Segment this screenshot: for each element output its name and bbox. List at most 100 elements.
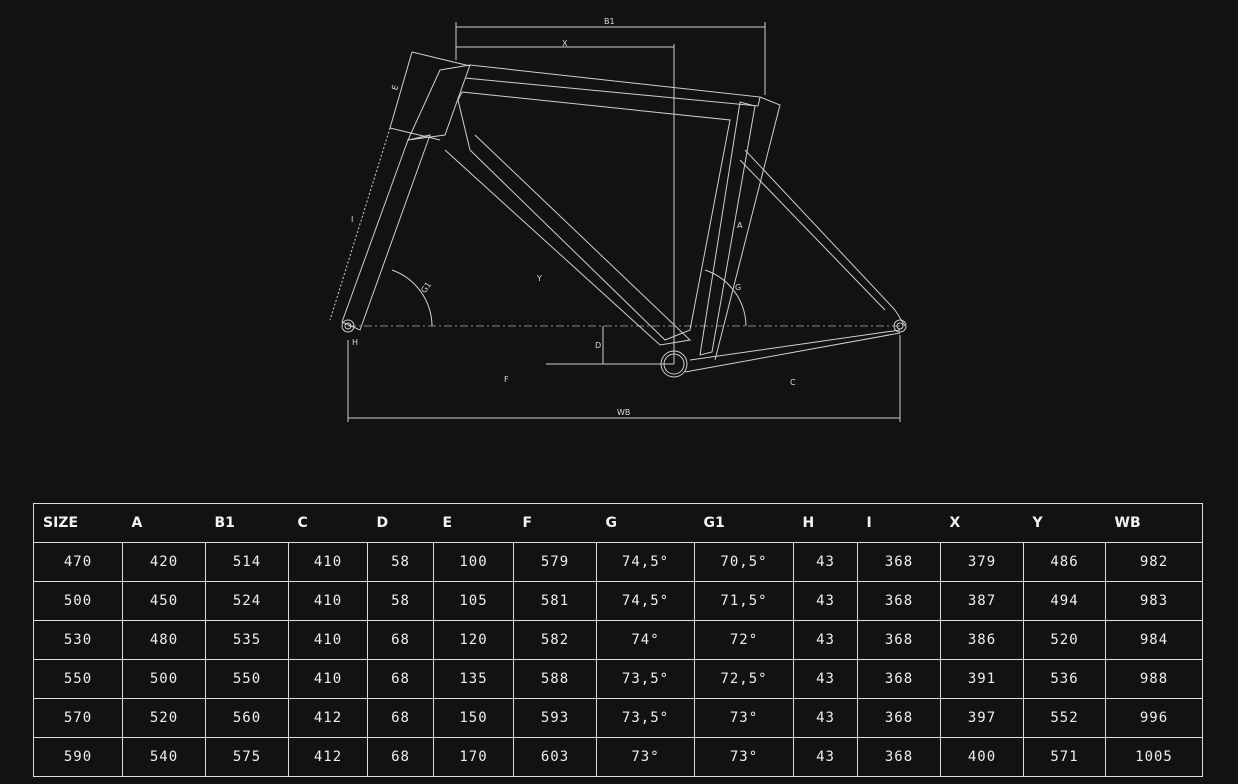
table-cell: 368 <box>857 698 941 738</box>
table-cell: 514 <box>205 542 289 582</box>
dimension-d <box>546 326 674 365</box>
table-cell: 72,5° <box>694 659 794 699</box>
table-cell: 552 <box>1023 698 1106 738</box>
table-cell: 996 <box>1105 698 1203 738</box>
table-cell: 982 <box>1105 542 1203 582</box>
table-cell: 391 <box>940 659 1024 699</box>
table-cell: 387 <box>940 581 1024 621</box>
table-cell: 581 <box>513 581 597 621</box>
column-header-c: C <box>288 503 368 543</box>
table-cell: 73,5° <box>596 659 695 699</box>
column-header-wb: WB <box>1105 503 1203 543</box>
fork <box>341 134 431 331</box>
table-cell: 410 <box>288 542 368 582</box>
table-cell: 105 <box>433 581 514 621</box>
seat-tube <box>699 96 781 361</box>
rear-axle <box>893 319 907 333</box>
table-cell: 397 <box>940 698 1024 738</box>
table-cell: 170 <box>433 737 514 777</box>
frame-geometry-diagram: B1 X E I G1 Y A G D H F C WB <box>329 17 907 422</box>
table-cell: 368 <box>857 581 941 621</box>
table-cell: 43 <box>793 620 858 660</box>
table-cell: 524 <box>205 581 289 621</box>
label-a: A <box>737 221 743 230</box>
table-cell: 593 <box>513 698 597 738</box>
front-axle <box>341 319 355 333</box>
table-cell: 379 <box>940 542 1024 582</box>
table-cell: 73° <box>694 698 794 738</box>
column-header-d: D <box>367 503 434 543</box>
table-cell: 410 <box>288 581 368 621</box>
table-cell: 43 <box>793 737 858 777</box>
table-cell: 58 <box>367 581 434 621</box>
column-header-h: H <box>793 503 858 543</box>
dimension-x <box>456 44 675 364</box>
table-cell: 520 <box>1023 620 1106 660</box>
table-cell: 536 <box>1023 659 1106 699</box>
table-cell: 520 <box>122 698 206 738</box>
table-cell: 73,5° <box>596 698 695 738</box>
table-cell: 500 <box>33 581 123 621</box>
top-tube <box>464 64 761 107</box>
label-c: C <box>790 378 796 387</box>
table-cell: 470 <box>33 542 123 582</box>
table-cell: 535 <box>205 620 289 660</box>
table-cell: 43 <box>793 581 858 621</box>
bottom-bracket <box>660 350 688 378</box>
table-cell: 983 <box>1105 581 1203 621</box>
table-cell: 68 <box>367 659 434 699</box>
dimension-b1 <box>455 22 766 95</box>
chain-stay <box>684 329 901 373</box>
table-cell: 70,5° <box>694 542 794 582</box>
table-cell: 58 <box>367 542 434 582</box>
label-i: I <box>351 215 353 224</box>
table-cell: 73° <box>694 737 794 777</box>
seat-stay <box>739 149 906 327</box>
table-cell: 368 <box>857 620 941 660</box>
table-cell: 500 <box>122 659 206 699</box>
column-header-size: SIZE <box>33 503 123 543</box>
label-f: F <box>504 375 509 384</box>
column-header-x: X <box>940 503 1024 543</box>
table-cell: 550 <box>33 659 123 699</box>
table-cell: 984 <box>1105 620 1203 660</box>
table-cell: 150 <box>433 698 514 738</box>
dimension-i <box>329 127 391 321</box>
down-tube <box>444 134 692 346</box>
table-cell: 74,5° <box>596 581 695 621</box>
table-cell: 386 <box>940 620 1024 660</box>
angle-g <box>704 269 747 327</box>
table-cell: 368 <box>857 542 941 582</box>
table-cell: 410 <box>288 659 368 699</box>
label-d: D <box>595 341 601 350</box>
table-cell: 100 <box>433 542 514 582</box>
table-cell: 1005 <box>1105 737 1203 777</box>
angle-g1 <box>391 269 433 327</box>
label-x: X <box>562 39 568 48</box>
table-cell: 480 <box>122 620 206 660</box>
column-header-g: G <box>596 503 695 543</box>
column-header-y: Y <box>1023 503 1106 543</box>
table-cell: 43 <box>793 542 858 582</box>
column-header-i: I <box>857 503 941 543</box>
table-cell: 486 <box>1023 542 1106 582</box>
table-cell: 68 <box>367 737 434 777</box>
table-cell: 412 <box>288 698 368 738</box>
table-cell: 400 <box>940 737 1024 777</box>
table-cell: 368 <box>857 659 941 699</box>
table-cell: 120 <box>433 620 514 660</box>
table-cell: 579 <box>513 542 597 582</box>
table-cell: 570 <box>33 698 123 738</box>
table-cell: 135 <box>433 659 514 699</box>
table-cell: 530 <box>33 620 123 660</box>
table-cell: 74° <box>596 620 695 660</box>
table-cell: 450 <box>122 581 206 621</box>
table-cell: 540 <box>122 737 206 777</box>
table-cell: 68 <box>367 698 434 738</box>
label-y: Y <box>536 274 542 283</box>
